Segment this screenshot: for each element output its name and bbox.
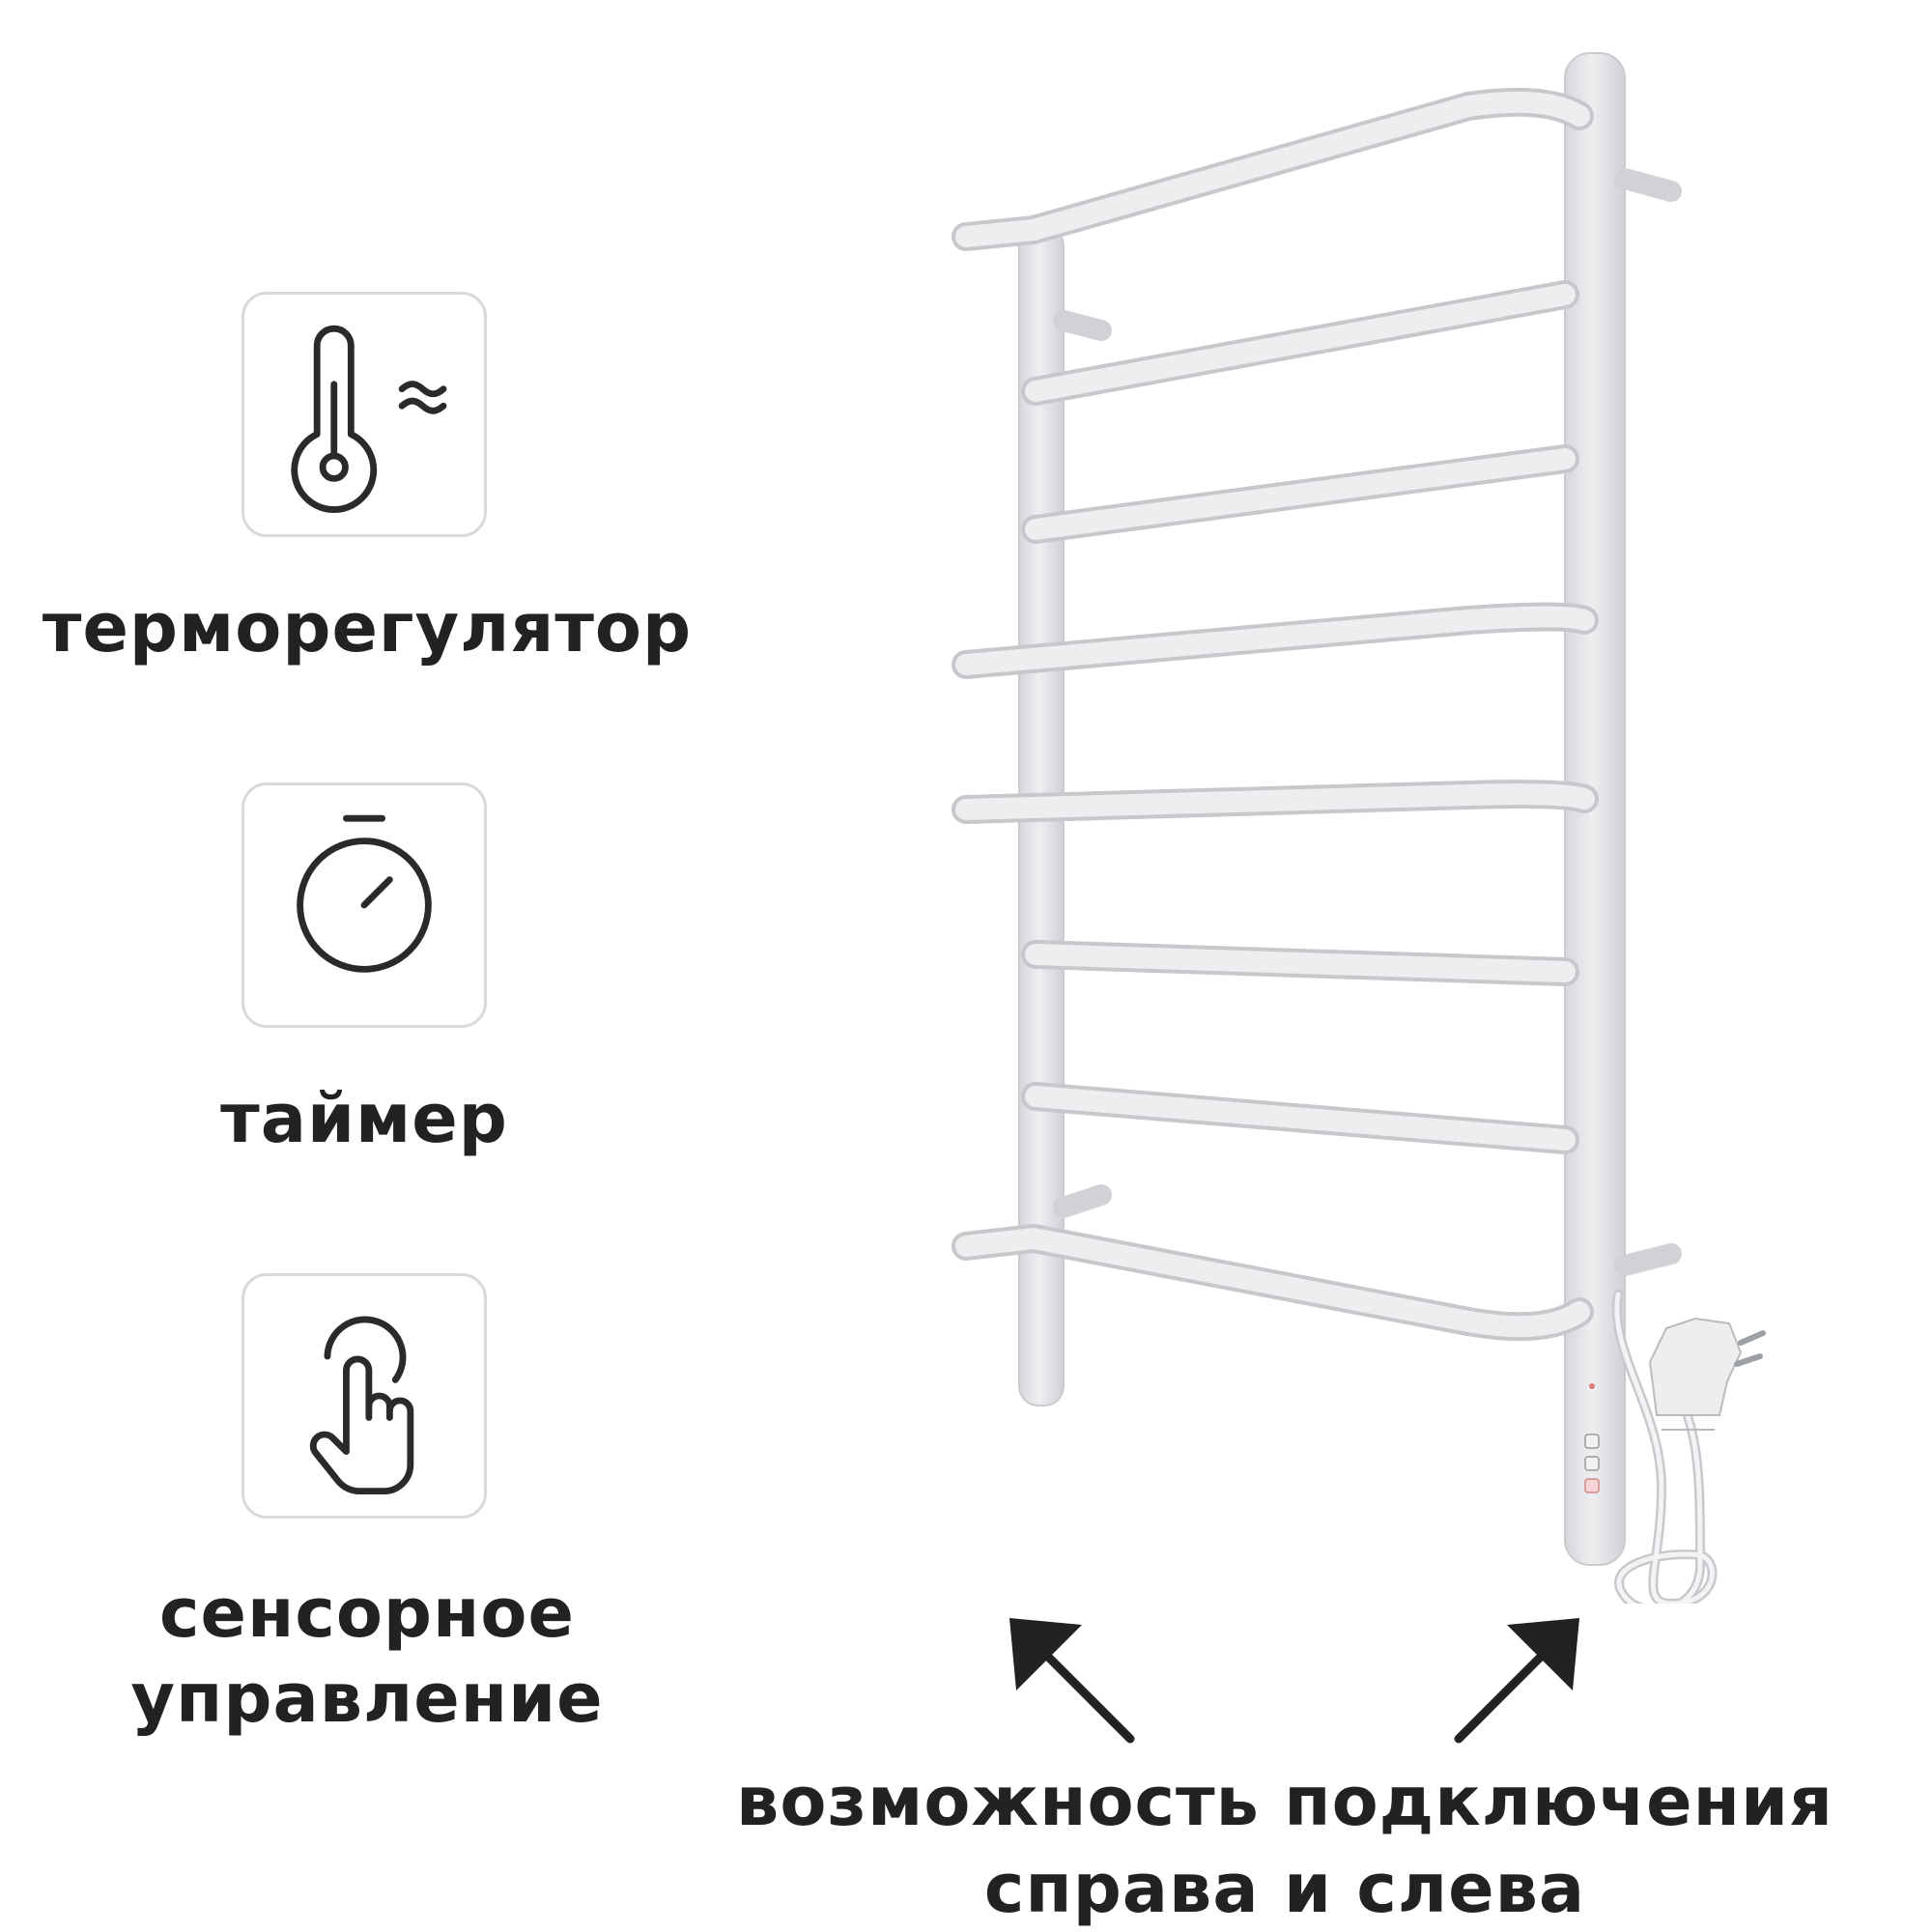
control-button	[1584, 1478, 1600, 1493]
wall-mount-stub	[1053, 1184, 1112, 1218]
timer-feature-card	[242, 782, 487, 1028]
towel-warmer-illustration	[952, 52, 1766, 1604]
touch-control-feature-card	[242, 1273, 487, 1519]
wall-mount-stub	[1614, 1243, 1682, 1276]
thermostat-label: терморегулятор	[42, 588, 693, 668]
arrow-up-right-icon	[1454, 1618, 1579, 1744]
power-plug	[1648, 1317, 1766, 1431]
control-button	[1584, 1456, 1600, 1471]
control-panel	[1584, 1383, 1600, 1493]
touch-control-label-line2: управление	[130, 1659, 604, 1738]
touch-control-label: сенсорное управление	[77, 1571, 657, 1741]
touch-control-label-line1: сенсорное	[159, 1574, 575, 1653]
thermometer-icon	[291, 325, 447, 513]
indicator-led	[1589, 1383, 1595, 1389]
control-button	[1584, 1434, 1600, 1449]
connection-side-caption: возможность подключения справа и слева	[676, 1758, 1893, 1932]
timer-label: таймер	[220, 1079, 508, 1158]
thermostat-feature-card	[242, 292, 487, 537]
touch-hand-icon	[309, 1316, 414, 1495]
arrow-up-left-icon	[1009, 1618, 1135, 1744]
stopwatch-icon	[297, 814, 432, 973]
caption-line2: справа и слева	[983, 1849, 1586, 1928]
wall-mount-stub	[1614, 168, 1682, 202]
caption-line1: возможность подключения	[736, 1762, 1833, 1841]
wall-mount-stub	[1053, 310, 1112, 341]
